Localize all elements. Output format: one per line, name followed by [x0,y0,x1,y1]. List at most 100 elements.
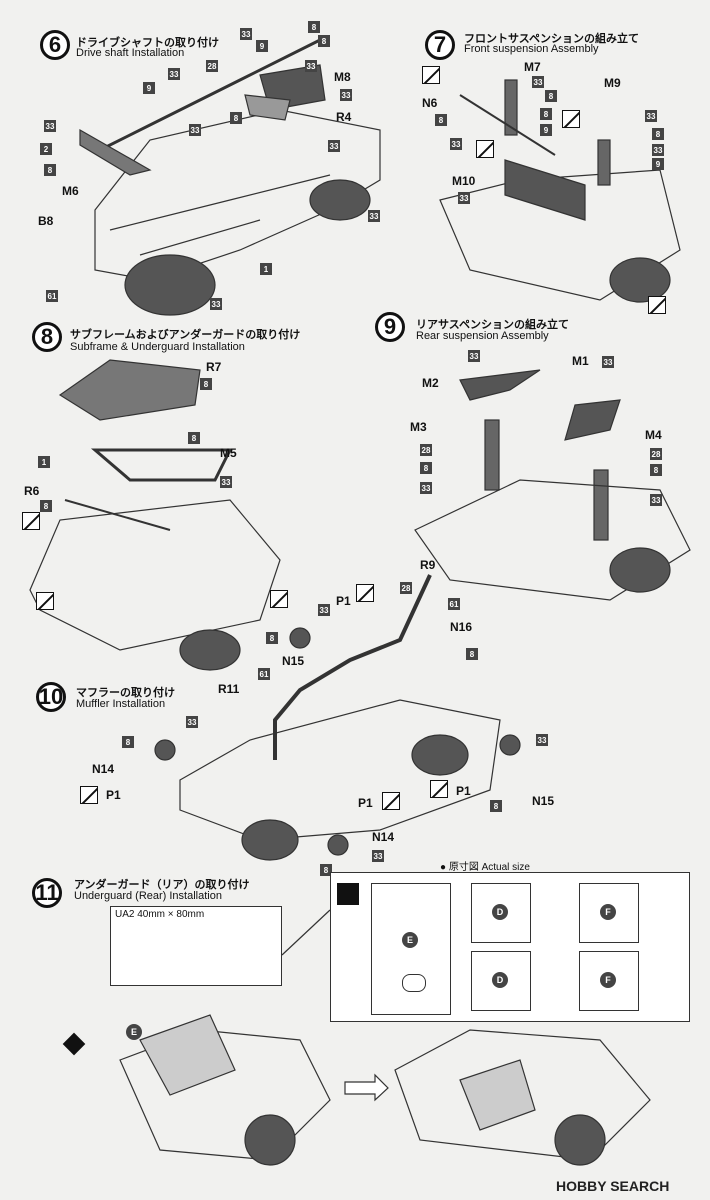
part-label: 8 [122,736,134,748]
part-label: M9 [604,76,621,90]
underguard-e-outline: E [371,883,451,1015]
part-label: 61 [258,668,270,680]
underguard-f-outline-2: F [579,951,639,1011]
part-label: P1 [358,796,373,810]
part-label: 33 [450,138,462,150]
part-label: 33 [645,110,657,122]
part-label: 9 [256,40,268,52]
part-e-marker: E [402,932,418,948]
decal-sheet-icon [337,883,359,905]
part-label: 33 [186,716,198,728]
part-label: 8 [420,462,432,474]
part-label: N15 [282,654,305,668]
part-label: M5 [220,446,237,460]
part-label: R6 [24,484,40,498]
part-label: P1 [336,594,351,608]
part-label: 28 [400,582,412,594]
part-label: 33 [532,76,544,88]
part-label: 8 [188,432,200,444]
caution-icon [562,110,580,128]
part-label: N6 [422,96,438,110]
part-label: 2 [40,143,52,155]
part-label: 33 [602,356,614,368]
part-label: P1 [456,784,471,798]
step-11-number: 11 [32,878,62,908]
part-label: 28 [420,444,432,456]
part-label: 8 [40,500,52,512]
part-label: 33 [168,68,180,80]
part-label: N14 [372,830,395,844]
part-label: 28 [206,60,218,72]
part-label: M6 [62,184,79,198]
part-label: N14 [92,762,115,776]
part-label: 33 [210,298,222,310]
part-label: 33 [458,192,470,204]
actual-size-note: ● 原寸図 Actual size [440,862,530,873]
part-label: 8 [466,648,478,660]
part-label: 33 [652,144,664,156]
part-label: R9 [420,558,436,572]
step-6-number: 6 [40,30,70,60]
step-10-title-en: Muffler Installation [76,698,166,710]
caution-icon [36,592,54,610]
part-label: 8 [545,90,557,102]
part-label: M4 [645,428,662,442]
hobbysearch-watermark: HOBBY SEARCH [556,1178,670,1194]
part-label: 8 [44,164,56,176]
step-10-number: 10 [36,682,66,712]
step-11-title-jp: アンダーガード（リア）の取り付け [74,878,250,891]
part-f-marker: F [600,972,616,988]
part-label: M3 [410,420,427,434]
caution-icon [476,140,494,158]
part-label: 28 [650,448,662,460]
part-label: M1 [572,354,589,368]
step-8-number: 8 [32,322,62,352]
part-label: N16 [450,620,473,634]
part-label: 33 [328,140,340,152]
caution-icon [382,792,400,810]
part-label: 8 [650,464,662,476]
part-label: 8 [266,632,278,644]
part-label: 33 [650,494,662,506]
part-label: 33 [536,734,548,746]
caution-icon [22,512,40,530]
part-label: 8 [308,21,320,33]
step-6-title-en: Drive shaft Installation [76,47,185,59]
step-8-title-jp: サブフレームおよびアンダーガードの取り付け [70,328,301,341]
part-label: 33 [372,850,384,862]
part-label: 61 [448,598,460,610]
part-d-marker: D [492,972,508,988]
part-label: B8 [38,214,54,228]
part-label: 33 [340,89,352,101]
part-label: R7 [206,360,222,374]
step-7-title-en: Front suspension Assembly [464,43,599,55]
caution-icon [430,780,448,798]
part-label: 8 [490,800,502,812]
part-label: 1 [260,263,272,275]
part-f-marker: F [600,904,616,920]
underguard-f-outline: F [579,883,639,943]
caution-icon [648,296,666,314]
step-6-title-jp: ドライブシャフトの取り付け [76,36,219,49]
part-label: 1 [38,456,50,468]
part-label: 33 [240,28,252,40]
part-d-marker: D [492,904,508,920]
decal-size-label: UA2 40mm × 80mm [115,909,205,920]
caution-icon [356,584,374,602]
part-e-marker: E [126,1024,142,1040]
actual-size-panel: E D F D F [330,872,690,1022]
part-label: 8 [652,128,664,140]
step-9-title-jp: リアサスペンションの組み立て [416,318,570,331]
part-label: R4 [336,110,352,124]
step-7-number: 7 [425,30,455,60]
part-label: 61 [46,290,58,302]
caution-icon [270,590,288,608]
part-label: N15 [532,794,555,808]
part-label: 33 [368,210,380,222]
part-label: 8 [540,108,552,120]
step-9-number: 9 [375,312,405,342]
underguard-d-outline: D [471,883,531,943]
part-label: 8 [230,112,242,124]
part-label: M2 [422,376,439,390]
